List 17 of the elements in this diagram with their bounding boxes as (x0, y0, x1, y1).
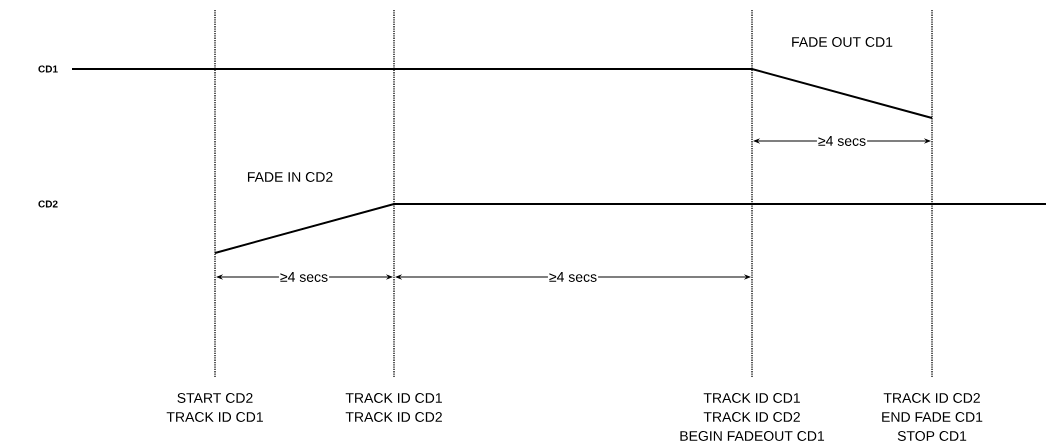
event-label: STOP CD1 (897, 431, 967, 441)
event-label: TRACK ID CD2 (703, 412, 800, 422)
signal-name: CD1 (38, 65, 58, 73)
event-label: BEGIN FADEOUT CD1 (680, 431, 825, 441)
dimension-label: ≥4 secs (816, 135, 868, 147)
signal-name: CD2 (38, 200, 58, 208)
annotation: FADE OUT CD1 (792, 37, 893, 47)
event-label: START CD2 (177, 393, 253, 403)
dimension-label: ≥4 secs (547, 271, 599, 283)
event-label: TRACK ID CD1 (345, 393, 442, 403)
event-label: TRACK ID CD1 (703, 393, 800, 403)
event-label: TRACK ID CD1 (166, 412, 263, 422)
dimension-label: ≥4 secs (278, 271, 330, 283)
event-label: TRACK ID CD2 (883, 393, 980, 403)
event-label: TRACK ID CD2 (345, 412, 442, 422)
annotation: FADE IN CD2 (248, 172, 333, 182)
event-label: END FADE CD1 (882, 412, 983, 422)
